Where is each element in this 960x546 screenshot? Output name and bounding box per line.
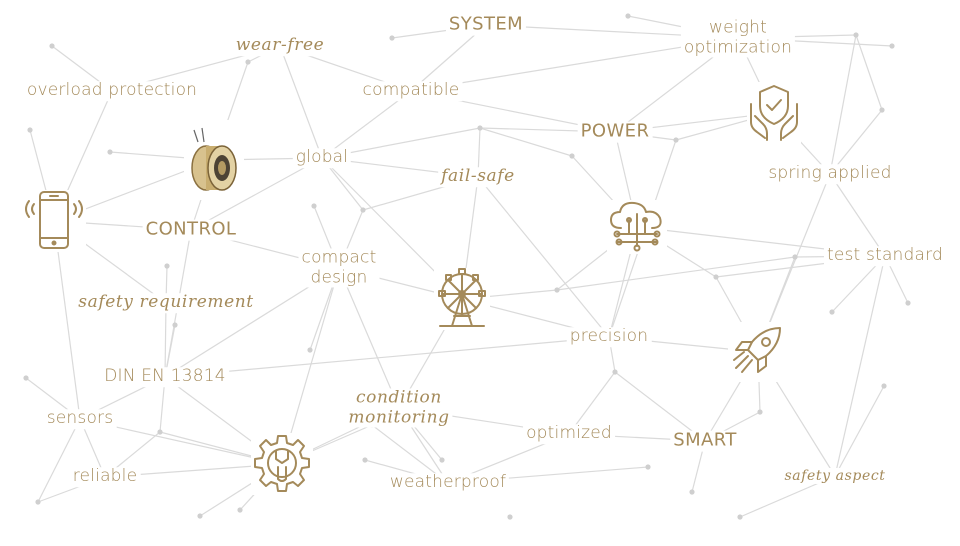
node-dot xyxy=(879,107,885,113)
node-dot xyxy=(689,489,695,495)
connector-line xyxy=(855,34,883,111)
node-dot xyxy=(311,203,317,209)
connector-line xyxy=(568,371,616,435)
connector-line xyxy=(281,267,340,465)
label-compatible: compatible xyxy=(359,81,463,101)
connector-line xyxy=(164,336,610,378)
label-weight-optimization-line1: weight xyxy=(709,17,767,38)
label-optimized: optimized xyxy=(523,424,615,444)
node-dot xyxy=(237,507,243,513)
shield-hands-icon xyxy=(747,82,801,144)
connector-line xyxy=(164,302,167,378)
connector-line xyxy=(279,45,323,159)
label-weight-optimization-line2: optimization xyxy=(683,37,793,57)
node-dot xyxy=(645,464,651,470)
label-sensors: sensors xyxy=(43,409,117,429)
cloud-network-icon xyxy=(607,200,667,254)
label-safety-requirement: safety requirement xyxy=(75,293,257,313)
label-condition-monitoring-line1: condition xyxy=(356,387,442,408)
connector-line xyxy=(834,385,885,477)
label-compact-design: compact design xyxy=(298,247,380,288)
label-condition-monitoring: condition monitoring xyxy=(345,387,453,428)
node-dot xyxy=(107,149,113,155)
rocket-icon xyxy=(728,322,788,382)
node-dot xyxy=(612,369,618,375)
node-dot xyxy=(757,409,763,415)
label-weight-optimization: weight optimization xyxy=(680,17,796,58)
connector-line xyxy=(37,418,81,503)
connector-line xyxy=(190,157,323,231)
node-dot xyxy=(625,13,631,19)
node-dot xyxy=(197,513,203,519)
connector-line xyxy=(53,220,81,420)
brake-device-icon xyxy=(184,120,244,200)
connector-line xyxy=(834,255,886,477)
label-overload-protection: overload protection xyxy=(23,81,201,101)
connector-line xyxy=(556,256,796,291)
node-dot xyxy=(829,309,835,315)
node-dot xyxy=(157,429,163,435)
node-dot xyxy=(172,322,178,328)
node-dot xyxy=(853,32,859,38)
node-dot xyxy=(673,137,679,143)
label-condition-monitoring-line2: monitoring xyxy=(348,407,450,427)
label-din-en-13814: DIN EN 13814 xyxy=(101,367,229,387)
node-dot xyxy=(245,59,251,65)
node-dot xyxy=(307,347,313,353)
node-dot xyxy=(881,383,887,389)
ferris-wheel-icon xyxy=(434,268,490,330)
label-safety-aspect: safety aspect xyxy=(781,467,889,485)
node-dot xyxy=(360,207,366,213)
connector-line xyxy=(338,267,400,409)
node-dot xyxy=(27,127,33,133)
node-dot xyxy=(35,499,41,505)
label-spring-applied: spring applied xyxy=(765,164,895,184)
label-power: POWER xyxy=(577,121,653,143)
connector-line xyxy=(477,176,610,338)
node-dot xyxy=(713,274,719,280)
label-reliable: reliable xyxy=(69,467,141,487)
connector-line xyxy=(829,34,857,175)
label-test-standard: test standard xyxy=(823,246,947,266)
label-wear-free: wear-free xyxy=(232,36,328,56)
node-dot xyxy=(49,43,55,49)
connector-line xyxy=(321,90,412,159)
connector-line xyxy=(479,127,573,157)
label-system: SYSTEM xyxy=(445,14,527,36)
node-dot xyxy=(23,375,29,381)
node-dot xyxy=(477,125,483,131)
node-dot xyxy=(164,263,170,269)
connector-line xyxy=(829,173,886,257)
node-dot xyxy=(362,457,368,463)
label-compact-design-line1: compact xyxy=(301,247,377,268)
label-smart: SMART xyxy=(670,430,740,452)
gear-wrench-icon xyxy=(251,433,313,495)
node-dot xyxy=(889,43,895,49)
label-precision: precision xyxy=(566,327,652,347)
node-dot xyxy=(389,35,395,41)
connector-line xyxy=(614,371,706,442)
node-dot xyxy=(439,457,445,463)
node-dot xyxy=(507,514,513,520)
node-dot xyxy=(737,514,743,520)
connector-line xyxy=(829,109,883,175)
label-global: global xyxy=(292,148,352,168)
connector-line xyxy=(410,24,487,92)
label-compact-design-line2: design xyxy=(310,267,368,287)
label-control: CONTROL xyxy=(142,219,240,241)
label-fail-safe: fail-safe xyxy=(438,167,518,187)
node-dot xyxy=(792,254,798,260)
node-dot xyxy=(569,153,575,159)
node-dot xyxy=(554,287,560,293)
smartphone-icon xyxy=(22,190,86,252)
node-dot xyxy=(905,300,911,306)
label-weatherproof: weatherproof xyxy=(386,473,510,493)
